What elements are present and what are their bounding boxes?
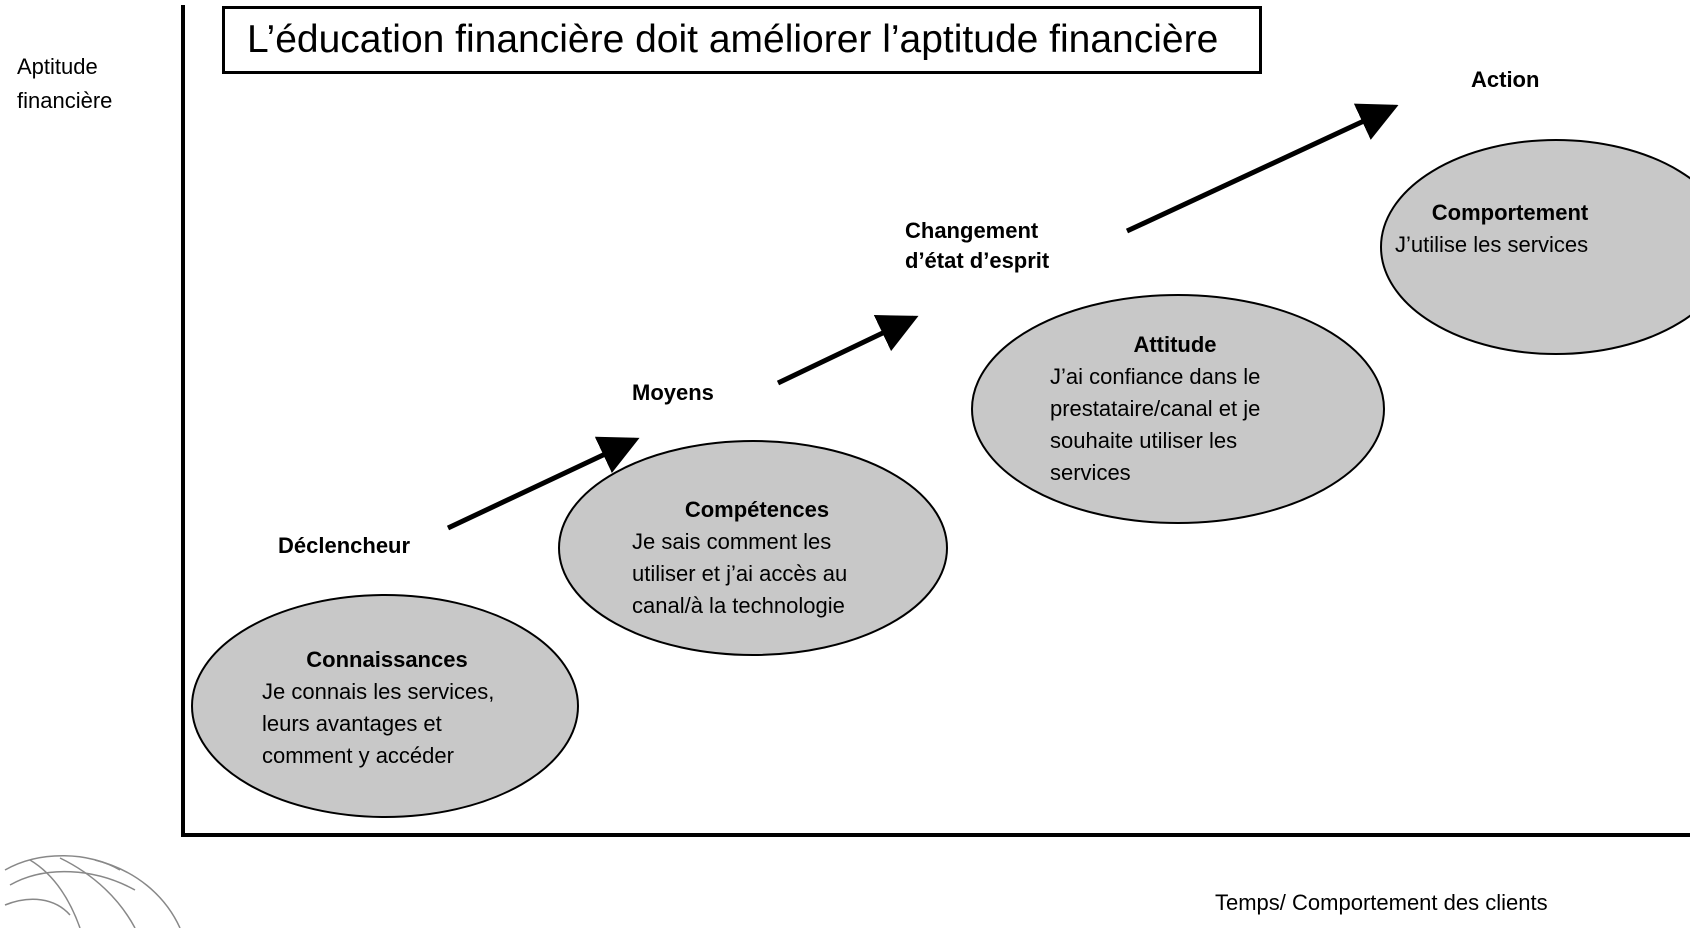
circle-line: J’utilise les services [1395, 232, 1589, 257]
circle-line: leurs avantages et [262, 711, 442, 736]
arrow-declencheur-moyens [446, 436, 640, 531]
circle-line: prestataire/canal et je [1050, 396, 1261, 421]
circle-title: Comportement [1431, 200, 1589, 225]
y-axis-label: Aptitude financière [17, 54, 113, 113]
circle-line: Je sais comment les [632, 529, 832, 554]
circle-attitude: Attitude J’ai confiance dans le prestata… [1050, 329, 1310, 489]
arrow-changement-action [1125, 103, 1399, 234]
circle-line: utiliser et j’ai accès au [632, 561, 848, 586]
logo-mark [4, 855, 181, 928]
step-label-declencheur: Déclencheur [278, 533, 411, 558]
ellipse-attitude [971, 294, 1385, 524]
circle-comportement: Comportement J’utilise les services [1395, 197, 1625, 261]
circle-line: J’ai confiance dans le [1050, 364, 1261, 389]
circle-line: souhaite utiliser les [1050, 428, 1238, 453]
x-axis-label: Temps/ Comportement des clients [1215, 890, 1548, 915]
circle-competences: Compétences Je sais comment les utiliser… [632, 494, 902, 622]
circle-title: Compétences [684, 497, 830, 522]
ellipse-competences [558, 440, 948, 656]
circle-line: services [1050, 460, 1131, 485]
circle-line: Je connais les services, [262, 679, 495, 704]
step-label-action: Action [1471, 67, 1540, 92]
step-label-moyens: Moyens [632, 380, 714, 405]
circle-line: canal/à la technologie [632, 593, 845, 618]
arrow-moyens-changement [776, 315, 919, 386]
ellipse-connaissances [191, 594, 579, 818]
circle-line: comment y accéder [262, 743, 454, 768]
diagram-title: L’éducation financière doit améliorer l’… [222, 6, 1262, 74]
ellipse-comportement [1380, 139, 1690, 355]
circle-title: Connaissances [306, 647, 468, 672]
circle-connaissances: Connaissances Je connais les services, l… [262, 644, 522, 772]
circle-title: Attitude [1133, 332, 1217, 357]
step-label-changement: Changement d’état d’esprit [905, 218, 1050, 273]
